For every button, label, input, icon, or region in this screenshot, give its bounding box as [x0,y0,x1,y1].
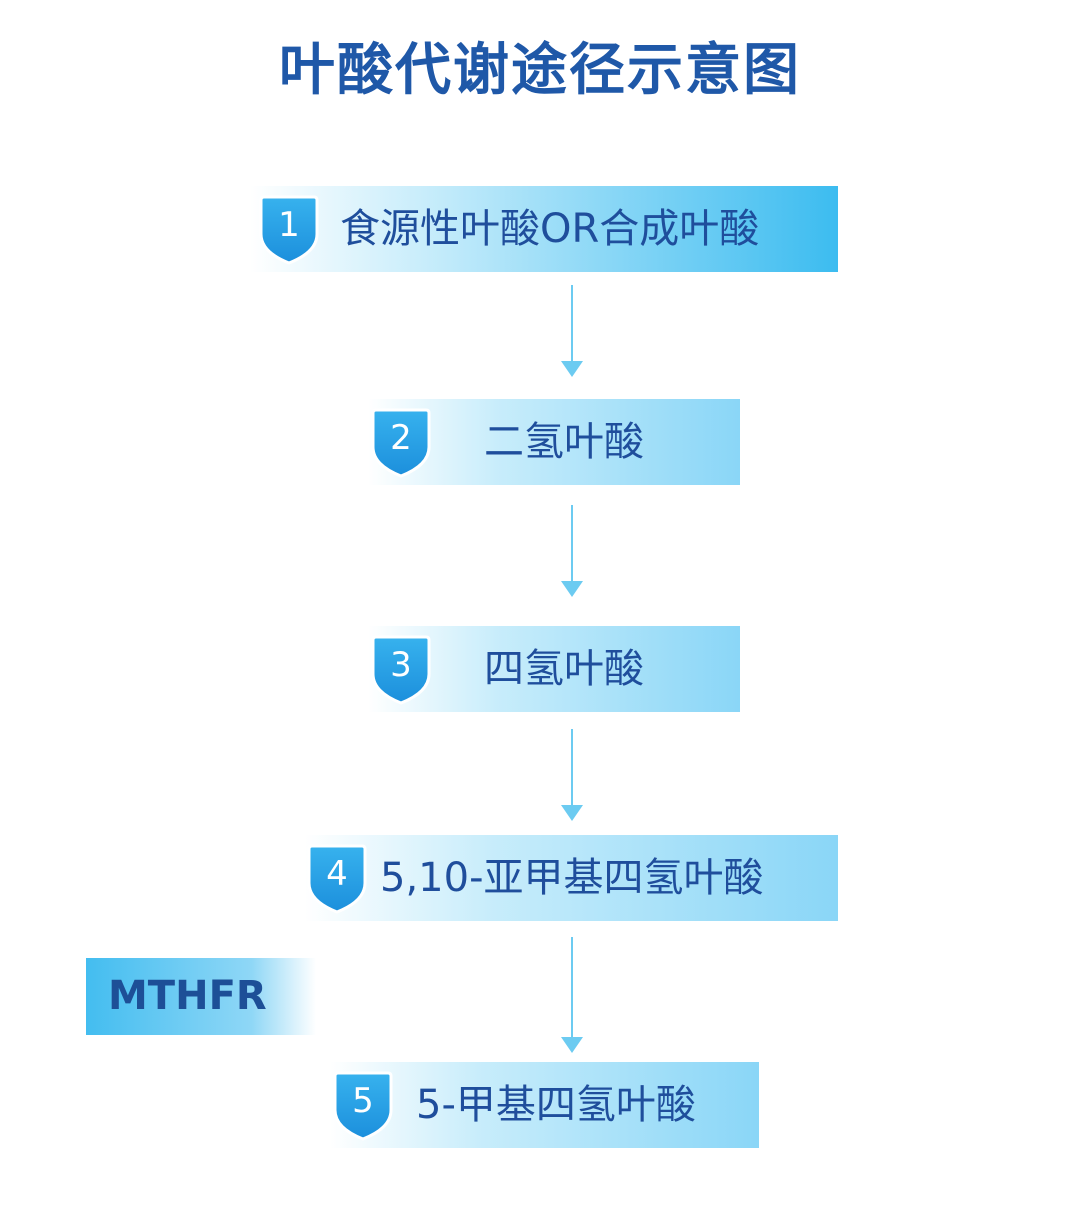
step-number: 5 [352,1081,374,1121]
step-3: 3 四氢叶酸 [368,626,740,712]
page-title: 叶酸代谢途径示意图 [279,38,801,103]
shield-icon: 3 [370,634,432,706]
shield-icon: 5 [332,1070,394,1142]
shield-icon: 4 [306,843,368,915]
shield-icon: 1 [258,194,320,266]
arrow-down-icon [559,505,585,599]
step-2: 2 二氢叶酸 [368,399,740,485]
step-number: 1 [278,205,300,245]
arrow-down-icon [559,729,585,823]
enzyme-badge: MTHFR [86,958,316,1035]
step-bar [304,835,838,921]
step-1: 1 食源性叶酸OR合成叶酸 [250,186,838,272]
arrow-down-icon [559,937,585,1055]
step-4: 4 5,10-亚甲基四氢叶酸 [304,835,838,921]
enzyme-label: MTHFR [108,973,267,1019]
step-label: 5,10-亚甲基四氢叶酸 [380,855,764,901]
step-label: 二氢叶酸 [484,419,644,465]
step-bar [330,1062,759,1148]
step-number: 2 [390,418,412,458]
arrow-down-icon [559,285,585,379]
step-bar [250,186,838,272]
step-number: 3 [390,645,412,685]
step-label: 5-甲基四氢叶酸 [416,1082,696,1128]
step-label: 四氢叶酸 [484,646,644,692]
step-label: 食源性叶酸OR合成叶酸 [340,206,760,252]
shield-icon: 2 [370,407,432,479]
step-number: 4 [326,854,348,894]
step-5: 5 5-甲基四氢叶酸 [330,1062,759,1148]
